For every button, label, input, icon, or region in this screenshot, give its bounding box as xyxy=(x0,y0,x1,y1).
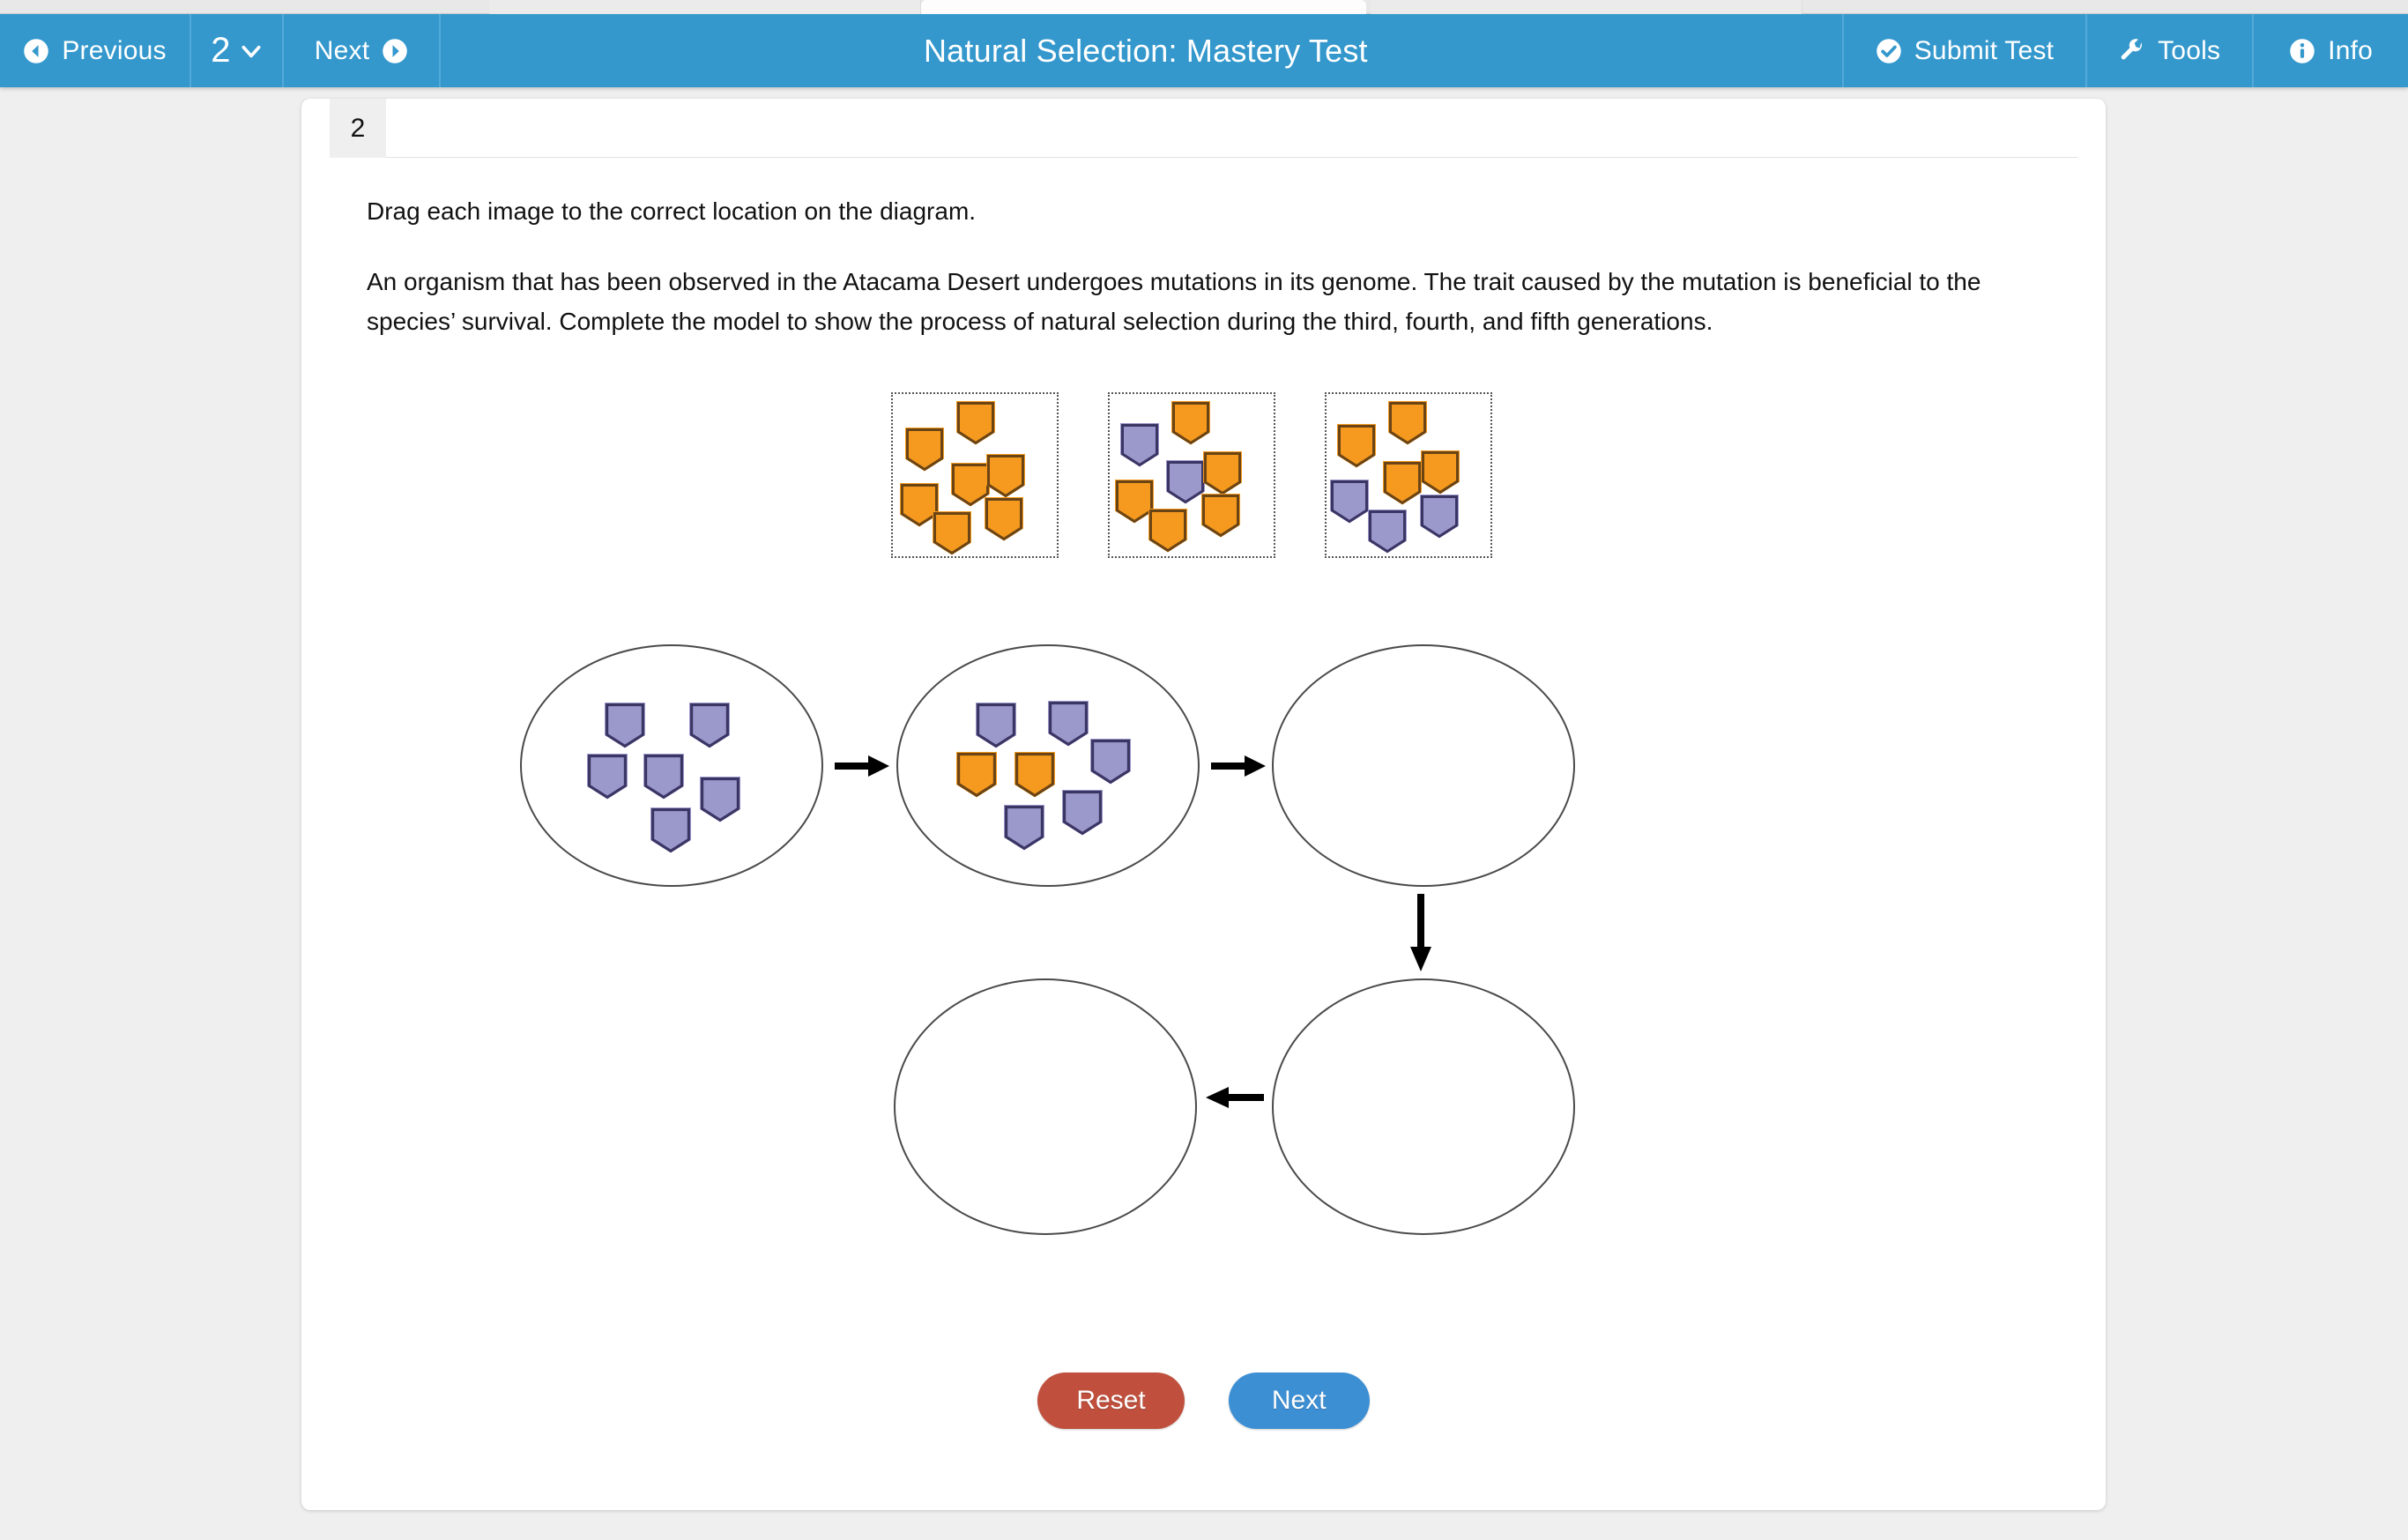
organism-orange xyxy=(956,751,997,798)
organism-purple xyxy=(587,753,628,800)
toolbar-right-group: Submit Test Tools Info xyxy=(1841,14,2408,87)
question-number-value: 2 xyxy=(211,31,231,70)
organism-orange xyxy=(1383,460,1422,505)
organism-orange xyxy=(1388,400,1427,445)
arrow-circle-left-icon xyxy=(23,38,49,64)
organism-orange xyxy=(1203,450,1242,495)
organism-purple xyxy=(976,702,1016,748)
question-tab-row: 2 xyxy=(330,99,2077,158)
organism-purple xyxy=(1062,789,1103,836)
info-circle-icon xyxy=(2289,38,2315,64)
arrow-circle-right-icon xyxy=(382,38,408,64)
natural-selection-diagram xyxy=(367,632,2041,1267)
tile-four-orange-three-purple[interactable] xyxy=(1325,391,1492,558)
tools-button[interactable]: Tools xyxy=(2085,14,2252,87)
submit-test-button[interactable]: Submit Test xyxy=(1841,14,2085,87)
organism-purple xyxy=(700,776,740,822)
organism-purple xyxy=(1048,700,1089,747)
organism-purple xyxy=(1004,804,1044,851)
reset-button[interactable]: Reset xyxy=(1037,1373,1185,1429)
browser-tab-inactive-2[interactable] xyxy=(1371,0,1802,14)
organism-purple xyxy=(605,702,645,748)
organism-orange xyxy=(985,496,1023,541)
organism-orange xyxy=(905,427,944,472)
generation-2-circle[interactable] xyxy=(896,644,1200,887)
organism-orange xyxy=(900,482,939,527)
organism-orange xyxy=(933,510,971,555)
organism-orange xyxy=(986,453,1025,498)
next-button[interactable]: Next xyxy=(1228,1373,1370,1429)
drag-source-tiles xyxy=(891,391,2040,558)
organism-orange xyxy=(1115,479,1154,524)
browser-tab-active[interactable] xyxy=(921,0,1366,14)
tile-all-orange[interactable] xyxy=(891,391,1059,558)
organism-purple xyxy=(1120,422,1159,467)
question-card: 2 Drag each image to the correct locatio… xyxy=(301,99,2106,1510)
question-body: Drag each image to the correct location … xyxy=(301,158,2106,1267)
previous-button-label: Previous xyxy=(62,35,167,65)
page-title: Natural Selection: Mastery Test xyxy=(441,14,1842,87)
organism-purple xyxy=(689,702,730,748)
next-question-button[interactable]: Next xyxy=(284,14,441,87)
question-number-dropdown[interactable]: 2 xyxy=(191,14,284,87)
organism-orange xyxy=(1148,508,1187,553)
chevron-down-icon xyxy=(240,40,263,63)
organism-orange xyxy=(1014,751,1055,798)
organism-orange xyxy=(1201,493,1240,538)
organism-orange xyxy=(1421,450,1460,495)
info-label: Info xyxy=(2328,35,2373,65)
tile-five-orange-two-purple[interactable] xyxy=(1108,391,1275,558)
question-tab-label: 2 xyxy=(350,113,366,143)
organism-purple xyxy=(643,753,684,800)
organism-purple xyxy=(1330,479,1369,524)
arrow-gen1-to-gen2-icon xyxy=(835,753,889,779)
arrow-gen4-to-gen5-icon xyxy=(1206,1084,1264,1111)
question-action-buttons: Reset Next xyxy=(301,1373,2106,1429)
organism-orange xyxy=(956,400,995,445)
app-toolbar: Previous 2 Next Natural Selection: Maste… xyxy=(0,14,2408,87)
browser-tab-strip xyxy=(0,0,2408,14)
organism-purple xyxy=(650,807,691,853)
organism-purple xyxy=(1420,494,1459,539)
submit-test-label: Submit Test xyxy=(1914,35,2055,65)
organism-orange xyxy=(951,462,990,507)
generation-3-dropzone[interactable] xyxy=(1272,644,1575,887)
generation-4-dropzone[interactable] xyxy=(1272,978,1575,1235)
question-stem: An organism that has been observed in th… xyxy=(367,267,1981,336)
organism-purple xyxy=(1368,509,1407,554)
browser-tab-inactive-1[interactable] xyxy=(489,0,921,14)
wrench-icon xyxy=(2119,38,2145,64)
organism-purple xyxy=(1090,738,1131,785)
organism-purple xyxy=(1166,459,1205,504)
page-title-text: Natural Selection: Mastery Test xyxy=(923,32,1368,69)
next-question-button-label: Next xyxy=(314,35,370,65)
previous-button[interactable]: Previous xyxy=(0,14,191,87)
info-button[interactable]: Info xyxy=(2252,14,2408,87)
question-instruction: Drag each image to the correct location … xyxy=(367,197,977,225)
organism-orange xyxy=(1337,423,1376,468)
organism-orange xyxy=(1171,400,1210,445)
question-tab-2[interactable]: 2 xyxy=(330,99,386,158)
tools-label: Tools xyxy=(2158,35,2221,65)
arrow-gen3-to-gen4-icon xyxy=(1408,893,1434,971)
check-circle-icon xyxy=(1876,38,1902,64)
generation-1-circle[interactable] xyxy=(520,644,823,887)
arrow-gen2-to-gen3-icon xyxy=(1211,753,1266,779)
generation-5-dropzone[interactable] xyxy=(894,978,1197,1235)
